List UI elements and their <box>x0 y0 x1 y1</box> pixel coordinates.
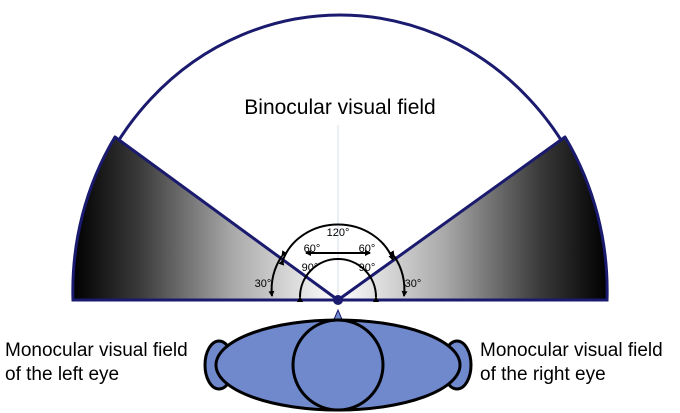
arc-90-left <box>296 258 339 303</box>
angle-60-left-label: 60° <box>304 243 321 255</box>
arc-120 <box>278 223 395 266</box>
right-eye-caption: Monocular visual field of the right eye <box>480 339 663 387</box>
right-eye-caption-line1: Monocular visual field <box>480 340 663 361</box>
arc-30-left <box>268 250 288 297</box>
angle-60-right-label: 60° <box>359 243 376 255</box>
head-top-icon <box>291 318 385 412</box>
left-eye-caption: Monocular visual field of the left eye <box>5 339 188 387</box>
left-eye-caption-line1: Monocular visual field <box>5 340 188 361</box>
angle-90-left-label: 90° <box>302 262 319 274</box>
angle-120-label: 120° <box>327 227 350 239</box>
right-eye-caption-line2: of the right eye <box>480 364 606 385</box>
angle-90-right-label: 90° <box>359 262 376 274</box>
arc-30-right <box>388 250 408 297</box>
binocular-label: Binocular visual field <box>244 96 435 119</box>
arc-90-right <box>337 258 380 303</box>
angle-30-left-label: 30° <box>255 278 272 290</box>
fixation-point <box>333 295 343 305</box>
left-eye-caption-line2: of the left eye <box>5 364 120 385</box>
angle-30-right-label: 30° <box>405 278 422 290</box>
